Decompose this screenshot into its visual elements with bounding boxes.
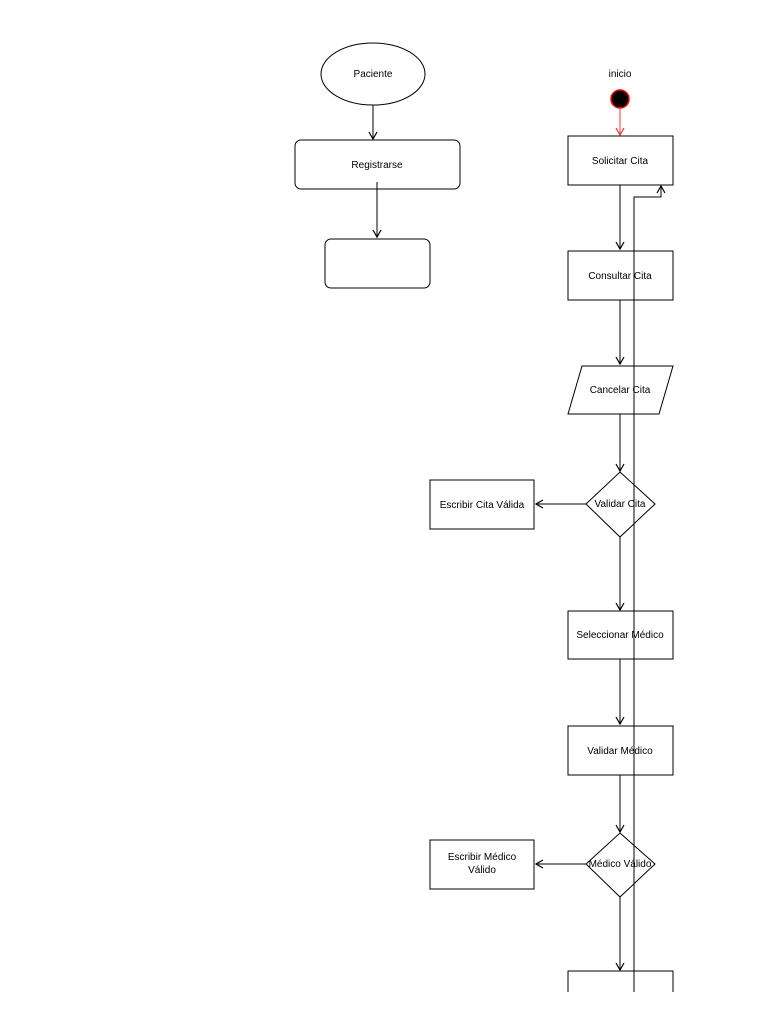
cancel-appointment-node[interactable]: Cancelar Cita bbox=[567, 365, 674, 415]
valid-doctor-node[interactable]: Escribir Médico Válido bbox=[429, 839, 535, 890]
valid-doctor-label-line2: Válido bbox=[468, 865, 496, 876]
valid-doctor-label-line1: Escribir Médico bbox=[448, 852, 517, 863]
validate-doctor-label: Validar Médico bbox=[587, 746, 653, 757]
request-appointment-label: Solicitar Cita bbox=[592, 156, 649, 167]
select-doctor-node[interactable]: Seleccionar Médico bbox=[567, 610, 674, 660]
valid-appointment-label: Escribir Cita Válida bbox=[440, 500, 525, 511]
next-process-node[interactable] bbox=[567, 970, 674, 992]
validate-doctor-node[interactable]: Validar Médico bbox=[567, 725, 674, 776]
empty-process-node[interactable] bbox=[324, 238, 431, 289]
register-node[interactable]: Registrarse bbox=[294, 139, 461, 190]
patient-start-label: Paciente bbox=[354, 69, 393, 80]
loop-back-connector bbox=[633, 184, 666, 992]
valid-appointment-node[interactable]: Escribir Cita Válida bbox=[429, 479, 535, 530]
doctor-valid-label: Médico Válido bbox=[589, 859, 652, 870]
patient-start-node[interactable]: Paciente bbox=[320, 42, 426, 106]
register-label: Registrarse bbox=[351, 160, 403, 171]
doctor-valid-decision[interactable]: Médico Válido bbox=[585, 832, 656, 898]
validate-appointment-label: Validar Cita bbox=[595, 499, 646, 510]
start-node[interactable] bbox=[610, 89, 630, 109]
request-appointment-node[interactable]: Solicitar Cita bbox=[567, 135, 674, 186]
start-label: inicio bbox=[609, 69, 632, 80]
select-doctor-label: Seleccionar Médico bbox=[576, 630, 664, 641]
consult-appointment-label: Consultar Cita bbox=[588, 271, 652, 282]
cancel-appointment-label: Cancelar Cita bbox=[590, 385, 651, 396]
consult-appointment-node[interactable]: Consultar Cita bbox=[567, 250, 674, 301]
validate-appointment-decision[interactable]: Validar Cita bbox=[585, 471, 656, 538]
